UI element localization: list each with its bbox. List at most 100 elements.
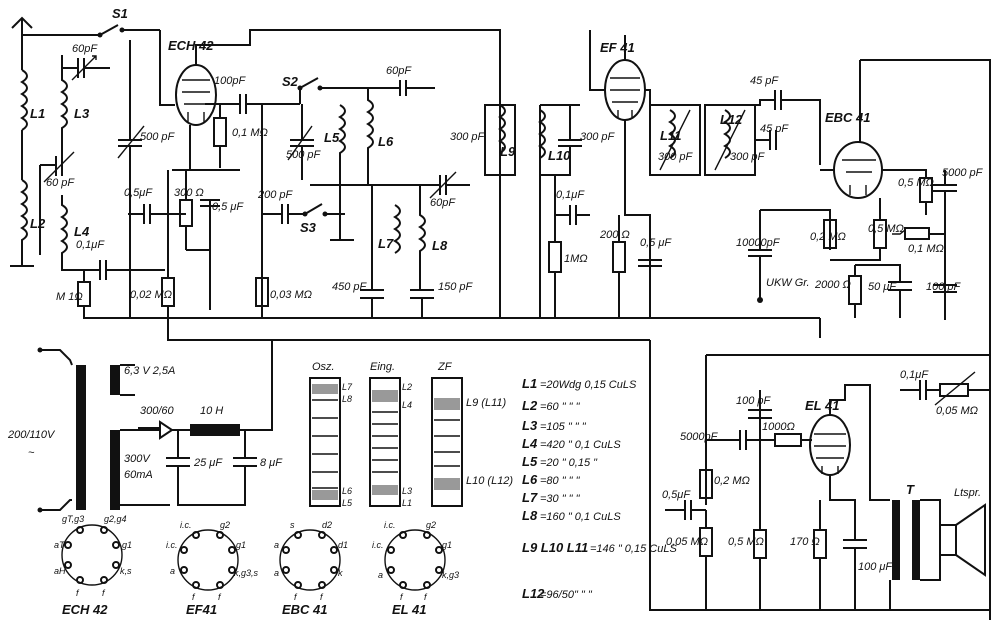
pin-label: i.c. bbox=[384, 520, 396, 530]
label-200pf: 200 pF bbox=[257, 189, 294, 201]
winding-spec: =96/50" " " bbox=[540, 589, 593, 601]
label-l9: L9 bbox=[500, 144, 516, 159]
pin-label: k,g3 bbox=[442, 570, 459, 580]
winding-coil: L1 bbox=[522, 376, 537, 391]
cap-50uf bbox=[854, 264, 912, 318]
label-500pf: 500 pF bbox=[140, 131, 176, 143]
tube-ef41 bbox=[604, 59, 646, 121]
winding-spec: =146 " 0,15 CuLS bbox=[590, 543, 677, 555]
coil-box-osz bbox=[309, 377, 341, 507]
label-ebc41: EBC 41 bbox=[825, 110, 871, 125]
resistor-1000 bbox=[774, 433, 802, 447]
antenna bbox=[11, 16, 33, 70]
pinout-ebc41-label: EBC 41 bbox=[282, 602, 328, 617]
label-01uf: 0,1μF bbox=[76, 239, 105, 251]
cap-450pf bbox=[360, 185, 384, 318]
label-box-l3: L3 bbox=[402, 486, 412, 496]
label-10h: 10 H bbox=[200, 405, 223, 417]
label-300pf-a: 300 pF bbox=[450, 131, 486, 143]
label-60ma: 60mA bbox=[124, 469, 153, 481]
label-01m-b: 0,1 MΩ bbox=[908, 243, 944, 255]
cap-100pf bbox=[205, 94, 300, 114]
coil-l2 bbox=[10, 179, 34, 267]
pinout-el41 bbox=[384, 529, 446, 591]
pin-label: a bbox=[274, 540, 279, 550]
pin-label: i.c. bbox=[372, 540, 384, 550]
pinout-ech42-label: ECH 42 bbox=[62, 602, 108, 617]
pin-label: f bbox=[218, 592, 222, 602]
label-l11: L11 bbox=[660, 128, 681, 143]
pin-label: g2 bbox=[220, 520, 230, 530]
cap-05uf-b bbox=[185, 170, 220, 310]
coil-l6 bbox=[366, 88, 374, 185]
coil-l1 bbox=[20, 69, 28, 131]
label-s3: S3 bbox=[300, 220, 317, 235]
pin-label: s bbox=[290, 520, 295, 530]
winding-spec: =160 " 0,1 CuLS bbox=[540, 511, 621, 523]
label-300pf-d: 300 pF bbox=[730, 151, 766, 163]
label-zf: ZF bbox=[437, 361, 453, 373]
pin-label: aT bbox=[54, 540, 66, 550]
pinout-ef41-label: EF41 bbox=[186, 602, 217, 617]
pin-label: i.c. bbox=[166, 540, 178, 550]
cap-10000pf bbox=[748, 210, 772, 300]
label-tilde: ~ bbox=[28, 447, 35, 459]
tube-ebc41 bbox=[833, 141, 883, 199]
coil-l11 bbox=[649, 104, 701, 176]
coil-l10 bbox=[538, 109, 546, 159]
windings-table: L1 =20Wdg 0,15 CuLS L2 =60 " " " L3 =105… bbox=[522, 376, 677, 601]
pin-label: a bbox=[274, 568, 279, 578]
pin-label: g1 bbox=[122, 540, 132, 550]
label-out-005m: 0,05 MΩ bbox=[936, 405, 978, 417]
pin-label: k bbox=[338, 568, 343, 578]
output-transformer bbox=[892, 499, 941, 581]
label-out-transformer: T bbox=[906, 482, 915, 497]
label-100pf-b: 100 pF bbox=[926, 281, 962, 293]
label-out-05uf: 0,5μF bbox=[662, 489, 691, 501]
label-l12: L12 bbox=[720, 112, 743, 127]
label-1m: 1MΩ bbox=[564, 253, 588, 265]
s1-lead bbox=[22, 24, 160, 36]
pin-label: aH bbox=[54, 566, 66, 576]
resistor-200 bbox=[612, 241, 626, 273]
label-60pf-c: 60pF bbox=[430, 197, 456, 209]
resistor-02m bbox=[823, 219, 837, 249]
winding-coil: L5 bbox=[522, 454, 538, 469]
pin-label: g1 bbox=[442, 540, 452, 550]
label-5000pf: 5000 pF bbox=[942, 167, 984, 179]
coil-box-eing bbox=[369, 377, 401, 507]
pin-label: i.c. bbox=[180, 520, 192, 530]
label-l5: L5 bbox=[324, 130, 340, 145]
label-box-l4: L4 bbox=[402, 400, 412, 410]
pin-label: f bbox=[320, 592, 324, 602]
choke-10h bbox=[190, 424, 240, 436]
label-l7: L7 bbox=[378, 236, 394, 251]
pin-label: gT,g3 bbox=[62, 514, 84, 524]
pin-label: k,g3,s bbox=[234, 568, 259, 578]
label-out-5000pf: 5000pF bbox=[680, 431, 719, 443]
label-50uf: 50 μF bbox=[868, 281, 897, 293]
label-60pf-b: 60 pF bbox=[46, 177, 75, 189]
pin-label: f bbox=[102, 588, 106, 598]
label-osz: Osz. bbox=[312, 361, 335, 373]
cap-25uf bbox=[166, 430, 246, 506]
s2-switch bbox=[299, 77, 435, 104]
label-box-l5: L5 bbox=[342, 498, 353, 508]
label-out-01uf: 0,1μF bbox=[900, 369, 929, 381]
winding-coil: L4 bbox=[522, 436, 538, 451]
label-450pf: 450 pF bbox=[332, 281, 368, 293]
cap-45pf-a bbox=[645, 89, 821, 165]
winding-spec: =30 " " " bbox=[540, 493, 581, 505]
pin-label: f bbox=[400, 592, 404, 602]
s3-switch bbox=[262, 203, 345, 224]
label-200: 200 Ω bbox=[599, 229, 630, 241]
pin-label: d1 bbox=[338, 540, 348, 550]
pin-label: g2 bbox=[426, 520, 436, 530]
cap-100pf-b bbox=[933, 284, 957, 293]
resistor-01m-b bbox=[904, 227, 930, 240]
speaker bbox=[939, 503, 986, 577]
l10-left bbox=[539, 104, 580, 318]
tube-el41 bbox=[809, 414, 851, 476]
pin-label: f bbox=[424, 592, 428, 602]
